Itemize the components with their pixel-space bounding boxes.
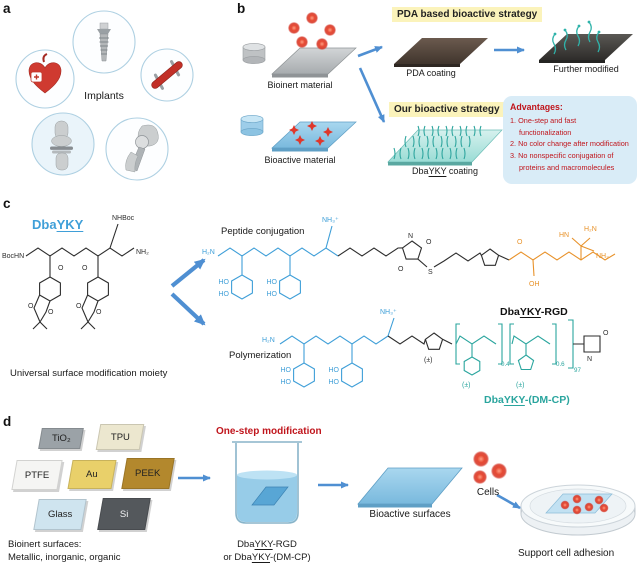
arrow-to-our-strategy	[358, 67, 386, 123]
chemistry-graphic: BocHN NHBoc NH₂ O O O O O O H₂N NH₃⁺ HO …	[2, 215, 616, 389]
subscript-label: 0.4	[501, 361, 510, 368]
atom-label: O	[76, 303, 82, 310]
atom-label: O	[96, 309, 102, 316]
panel-a-label: a	[3, 1, 11, 16]
dbayky-coating-graphic	[387, 125, 503, 166]
atom-label: HO	[267, 279, 278, 286]
our-strategy-label: Our bioactive strategy	[389, 102, 505, 117]
protein-dots-icon	[288, 12, 336, 50]
subscript-label: 0.6	[556, 361, 565, 368]
support-cell-adhesion-label: Support cell adhesion	[518, 548, 615, 559]
pda-coating-label: PDA coating	[406, 68, 456, 78]
dbayky-dmcp-structure: H₂N NH₃⁺ HO HO HO HO (±) 0.4 0.6 97 (±) …	[262, 309, 609, 389]
bioinert-material-graphic	[242, 12, 357, 78]
peptide-conjugation-label: Peptide conjugation	[221, 226, 305, 237]
advantage-item: 2. No color change after modification	[510, 139, 629, 149]
dbayky-coating-label: DbaYKY coating	[412, 166, 478, 176]
advantages-box: Advantages: 1. One-step and fast functio…	[503, 96, 637, 184]
universal-moiety-structure: BocHN NHBoc NH₂ O O O O O O	[2, 215, 149, 330]
beaker-caption: DbaYKY-RGD or DbaYKY-(DM-CP)	[197, 538, 337, 564]
bioinert-surfaces-caption-1: Bioinert surfaces:	[8, 539, 82, 550]
atom-label: S	[428, 269, 433, 276]
beaker-caption-line-2: or DbaYKY-(DM-CP)	[223, 552, 311, 563]
atom-label: HN	[559, 232, 569, 239]
atom-label: N	[408, 233, 413, 240]
bone-nail-icon	[151, 60, 183, 90]
atom-label: NH₃⁺	[322, 217, 339, 224]
pda-coating-graphic	[394, 38, 488, 67]
atom-label: O	[58, 265, 64, 272]
petri-dish-icon	[520, 484, 636, 536]
implants-cluster-graphic	[15, 10, 194, 181]
arrow-polymerization	[170, 292, 206, 326]
bioactive-material-graphic	[240, 115, 357, 152]
atom-label: H₂N	[262, 337, 275, 344]
atom-label: O	[426, 239, 432, 246]
panel-c-label: c	[3, 196, 11, 211]
atom-label: (±)	[516, 382, 525, 389]
atom-label: HO	[219, 279, 230, 286]
atom-label: OH	[529, 281, 540, 288]
atom-label: N	[587, 356, 592, 363]
cells-icon	[473, 451, 507, 484]
further-modified-graphic	[539, 20, 633, 63]
bioactive-surface-graphic	[357, 467, 463, 508]
atom-label: BocHN	[2, 253, 24, 260]
atom-label: O	[398, 266, 404, 273]
one-step-modification-label: One-step modification	[216, 426, 322, 437]
moiety-caption: Universal surface modification moiety	[10, 368, 168, 379]
arrow-to-pda-strategy	[357, 45, 383, 58]
implants-label: Implants	[84, 90, 124, 102]
advantage-item: 3. No nonspecific conjugation of protein…	[510, 151, 615, 172]
cell-star-icons	[289, 121, 333, 146]
atom-label: O	[82, 265, 88, 272]
atom-label: HO	[281, 367, 292, 374]
bioinert-surfaces-caption-2: Metallic, inorganic, organic	[8, 552, 121, 563]
bioactive-surfaces-label: Bioactive surfaces	[369, 509, 451, 520]
further-modified-label: Further modified	[553, 64, 619, 74]
atom-label: H₂N	[584, 226, 597, 233]
dental-implant-icon	[97, 22, 111, 62]
pda-strategy-label: PDA based bioactive strategy	[392, 7, 543, 22]
atom-label: HO	[281, 379, 292, 386]
advantage-item: 1. One-step and fast functionalization	[510, 116, 577, 137]
panel-d-label: d	[3, 414, 12, 429]
arrow-peptide-conjugation	[170, 258, 206, 288]
beaker-caption-line-1: DbaYKY-RGD	[237, 539, 297, 550]
atom-label: NH₂	[596, 253, 609, 260]
atom-label: H₂N	[202, 249, 215, 256]
dbayky-rgd-structure: H₂N NH₃⁺ HO HO HO HO N O O S O OH HN H₂N…	[202, 217, 616, 300]
atom-label: NH₂	[136, 249, 149, 256]
atom-label: (±)	[462, 382, 471, 389]
dbayky-dmcp-name: DbaYKY-(DM-CP)	[484, 394, 570, 406]
bioactive-material-label: Bioactive material	[264, 155, 336, 165]
arrow-cells-to-dish	[496, 493, 521, 510]
bioinert-material-label: Bioinert material	[267, 80, 333, 90]
beaker-icon	[232, 441, 302, 524]
knee-implant-icon	[50, 120, 73, 171]
dbayky-molecule-name: DbaYKY	[32, 217, 84, 232]
atom-label: O	[517, 239, 523, 246]
dbayky-rgd-name: DbaYKY-RGD	[500, 306, 568, 318]
atom-label: HO	[329, 367, 340, 374]
hip-implant-icon	[125, 124, 159, 173]
atom-label: O	[28, 303, 34, 310]
advantages-title: Advantages:	[510, 102, 563, 112]
subscript-label: 97	[574, 367, 581, 374]
atom-label: HO	[267, 291, 278, 298]
panel-b-graphic	[240, 12, 633, 166]
panel-b-label: b	[237, 1, 246, 16]
heart-implant-icon	[28, 53, 62, 94]
polymerization-label: Polymerization	[229, 350, 292, 361]
atom-label: HO	[329, 379, 340, 386]
atom-label: (±)	[424, 357, 433, 364]
atom-label: NH₃⁺	[380, 309, 397, 316]
cells-label: Cells	[476, 487, 500, 498]
atom-label: O	[48, 309, 54, 316]
atom-label: O	[603, 330, 609, 337]
panel-d-graphic	[178, 441, 636, 536]
atom-label: HO	[219, 291, 230, 298]
atom-label: NHBoc	[112, 215, 135, 222]
